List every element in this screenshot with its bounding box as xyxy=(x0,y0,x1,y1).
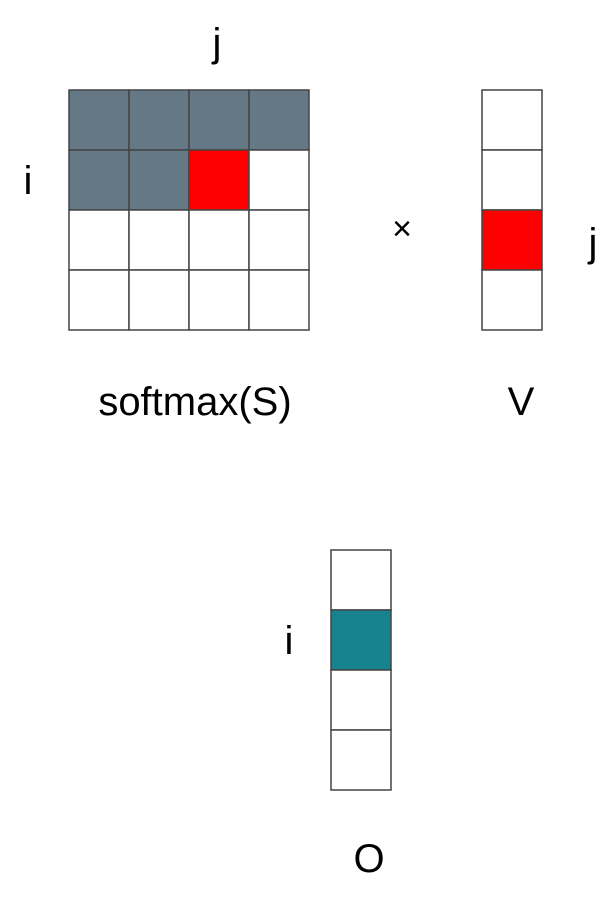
softmax-cell-empty xyxy=(128,269,190,331)
v-vector-label: V xyxy=(508,380,535,424)
softmax-cell-empty xyxy=(188,209,250,271)
v-cell-empty xyxy=(481,89,543,151)
v-cell-empty xyxy=(481,269,543,331)
v-cell-empty xyxy=(481,149,543,211)
softmax-column-index-label: j xyxy=(212,21,222,65)
softmax-cell-empty xyxy=(68,209,130,271)
v-vector-grid xyxy=(481,89,543,331)
o-row-index-label: i xyxy=(285,619,294,663)
softmax-cell-past xyxy=(68,149,130,211)
o-cell-empty xyxy=(330,549,392,611)
softmax-cell-past xyxy=(248,89,310,151)
o-vector-label: O xyxy=(353,837,384,881)
o-cell-empty xyxy=(330,729,392,791)
softmax-cell-empty xyxy=(248,209,310,271)
softmax-cell-empty xyxy=(248,269,310,331)
softmax-cell-past xyxy=(128,89,190,151)
softmax-cell-empty xyxy=(188,269,250,331)
softmax-cell-empty xyxy=(248,149,310,211)
multiply-operator: × xyxy=(392,210,412,248)
softmax-cell-current xyxy=(188,149,250,211)
softmax-matrix-label: softmax(S) xyxy=(98,380,291,424)
softmax-row-index-label: i xyxy=(24,159,33,203)
o-vector-grid xyxy=(330,549,392,791)
softmax-matrix-grid xyxy=(68,89,310,331)
softmax-cell-empty xyxy=(68,269,130,331)
softmax-cell-past xyxy=(188,89,250,151)
o-cell-output xyxy=(330,609,392,671)
v-cell-current xyxy=(481,209,543,271)
o-cell-empty xyxy=(330,669,392,731)
v-row-index-label: j xyxy=(588,221,598,265)
softmax-cell-past xyxy=(128,149,190,211)
softmax-cell-empty xyxy=(128,209,190,271)
softmax-cell-past xyxy=(68,89,130,151)
